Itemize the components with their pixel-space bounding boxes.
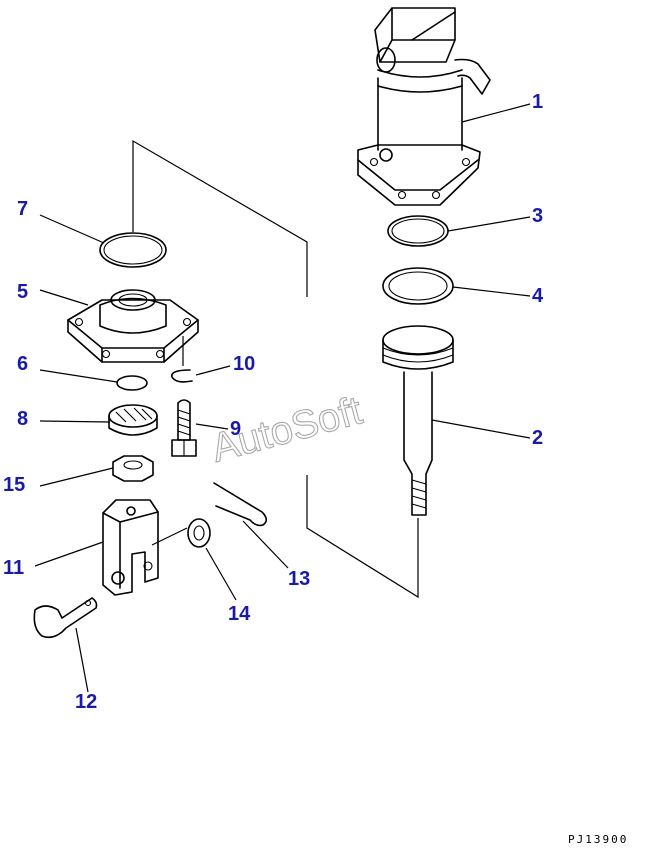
label-4: 4 [532, 285, 544, 307]
part-10-snap-ring [171, 369, 193, 383]
part-6-o-ring [116, 375, 148, 391]
part-12-pin [33, 597, 98, 639]
leader-lines [34, 103, 531, 693]
label-13: 13 [288, 568, 310, 590]
part-11-clevis [102, 499, 159, 596]
label-6: 6 [17, 353, 28, 375]
label-1: 1 [532, 91, 543, 113]
assembly-lines [132, 139, 419, 599]
part-labels: 1 2 3 4 5 6 7 8 9 10 11 12 13 14 15 [3, 91, 544, 713]
part-14-washer [187, 518, 211, 548]
part-7-o-ring [99, 232, 167, 268]
label-12: 12 [75, 691, 97, 713]
label-9: 9 [230, 418, 241, 440]
part-1-cylinder [357, 7, 491, 206]
label-10: 10 [233, 353, 255, 375]
part-4-ring [382, 267, 454, 305]
label-2: 2 [532, 427, 543, 449]
drawing-code: PJ13900 [568, 833, 628, 846]
label-8: 8 [17, 408, 28, 430]
part-2-piston-rod [382, 325, 454, 516]
label-3: 3 [532, 205, 543, 227]
part-15-nut [112, 455, 154, 482]
label-14: 14 [228, 603, 251, 625]
label-5: 5 [17, 281, 28, 303]
part-8-seal [108, 404, 158, 436]
part-3-o-ring [387, 215, 449, 247]
label-11: 11 [3, 557, 24, 579]
part-9-bolt [171, 399, 197, 457]
part-13-cotter-pin [213, 482, 268, 527]
part-5-flange [67, 289, 199, 363]
label-7: 7 [17, 198, 28, 220]
label-15: 15 [3, 474, 25, 496]
